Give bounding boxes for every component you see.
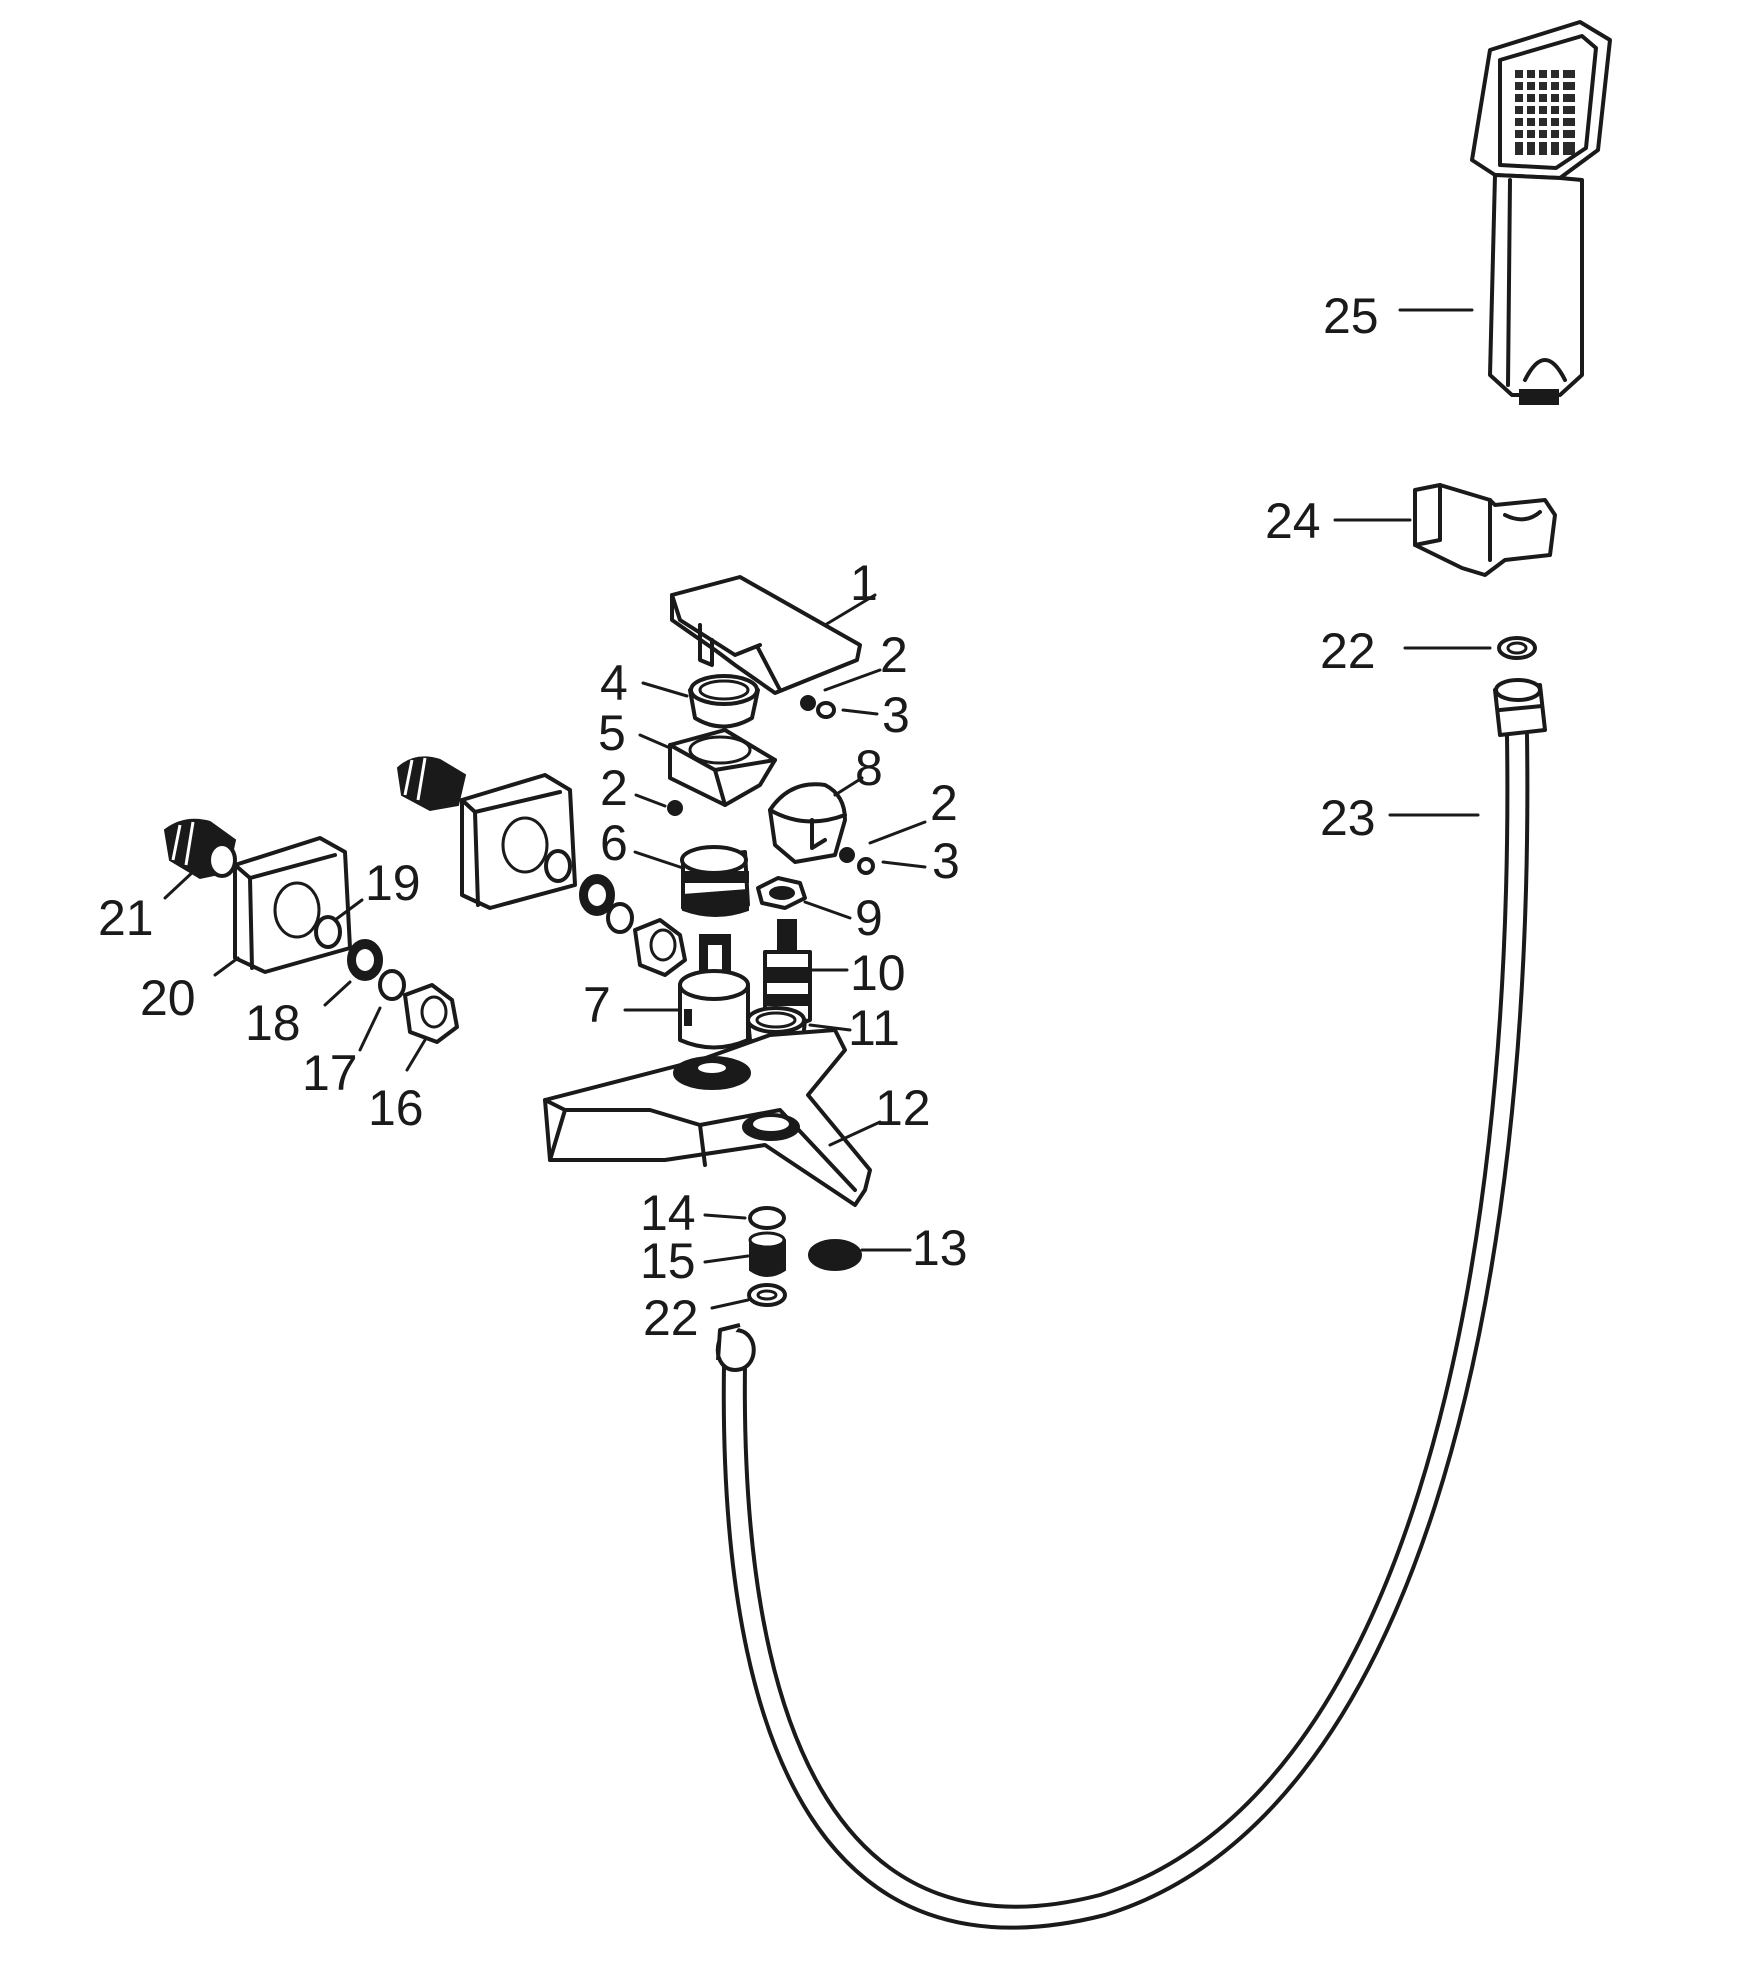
screw-2-right xyxy=(839,847,855,863)
label-17: 17 xyxy=(302,1045,358,1101)
label-20: 20 xyxy=(140,970,196,1026)
leader-18 xyxy=(323,980,352,1007)
leader-3a xyxy=(841,708,879,716)
label-2c: 2 xyxy=(930,775,958,831)
label-12: 12 xyxy=(875,1080,931,1136)
leader-9 xyxy=(803,900,852,920)
callout-labels: 1 2 3 4 5 2 8 2 6 3 9 10 7 11 12 14 15 1… xyxy=(98,288,1379,1346)
label-5: 5 xyxy=(598,705,626,761)
screw-2-left xyxy=(667,800,683,816)
flange-assembly-left xyxy=(163,818,459,1044)
leader-11 xyxy=(808,1023,852,1032)
leader-5 xyxy=(638,733,672,750)
label-2a: 2 xyxy=(880,627,908,683)
label-11: 11 xyxy=(848,1000,900,1056)
nut-9 xyxy=(756,876,807,910)
leader-3b xyxy=(881,860,927,869)
label-25: 25 xyxy=(1323,288,1379,344)
washer-22-top xyxy=(1497,636,1537,660)
leader-12 xyxy=(828,1120,882,1147)
washer-22-lower-hole xyxy=(756,1289,778,1301)
label-4: 4 xyxy=(600,655,628,711)
leader-20 xyxy=(213,956,240,977)
nut-6 xyxy=(680,845,750,917)
leader-21 xyxy=(163,868,197,900)
washer-22-top-hole xyxy=(1506,641,1528,655)
leader-19 xyxy=(333,898,364,922)
leader-16 xyxy=(405,1038,427,1072)
leader-1 xyxy=(823,593,877,627)
shower-hose xyxy=(715,678,1547,1930)
hand-shower xyxy=(1470,20,1612,405)
label-9: 9 xyxy=(855,890,883,946)
label-23: 23 xyxy=(1320,790,1376,846)
label-24: 24 xyxy=(1265,493,1321,549)
aerator-13 xyxy=(808,1239,862,1271)
square-block-5 xyxy=(668,728,777,807)
cartridge-7 xyxy=(678,934,750,1050)
cap-3-upper xyxy=(816,701,836,719)
lever-handle xyxy=(670,575,862,695)
knob-8 xyxy=(768,782,847,864)
cap-3-right xyxy=(857,857,875,875)
label-3a: 3 xyxy=(882,687,910,743)
leader-22a xyxy=(710,1298,750,1310)
screw-2-upper xyxy=(800,695,816,711)
label-3b: 3 xyxy=(932,833,960,889)
shower-holder xyxy=(1413,483,1557,577)
leader-8 xyxy=(833,776,864,797)
leader-6 xyxy=(633,850,685,870)
label-18: 18 xyxy=(245,995,301,1051)
leader-15 xyxy=(703,1254,750,1264)
label-14: 14 xyxy=(640,1185,696,1241)
label-22b: 22 xyxy=(1320,623,1376,679)
cover-4 xyxy=(688,674,760,729)
leader-2c xyxy=(868,820,927,845)
label-16: 16 xyxy=(368,1080,424,1136)
label-15: 15 xyxy=(640,1233,696,1289)
leader-2a xyxy=(823,668,882,692)
washer-14 xyxy=(748,1206,786,1230)
washer-22-lower xyxy=(747,1283,787,1307)
fitting-15 xyxy=(748,1231,786,1277)
leader-14 xyxy=(703,1213,747,1220)
leader-2b xyxy=(634,793,667,808)
leader-17 xyxy=(358,1006,382,1052)
leader-4 xyxy=(641,681,689,698)
label-10: 10 xyxy=(850,945,906,1001)
flange-assembly-center xyxy=(396,756,687,977)
label-22a: 22 xyxy=(643,1290,699,1346)
label-19: 19 xyxy=(365,855,421,911)
label-6: 6 xyxy=(600,815,628,871)
label-21: 21 xyxy=(98,890,154,946)
label-8: 8 xyxy=(855,740,883,796)
label-7: 7 xyxy=(583,977,611,1033)
label-13: 13 xyxy=(912,1220,968,1276)
label-2b: 2 xyxy=(600,760,628,816)
label-1: 1 xyxy=(850,555,878,611)
mixer-body-12 xyxy=(543,1028,872,1207)
